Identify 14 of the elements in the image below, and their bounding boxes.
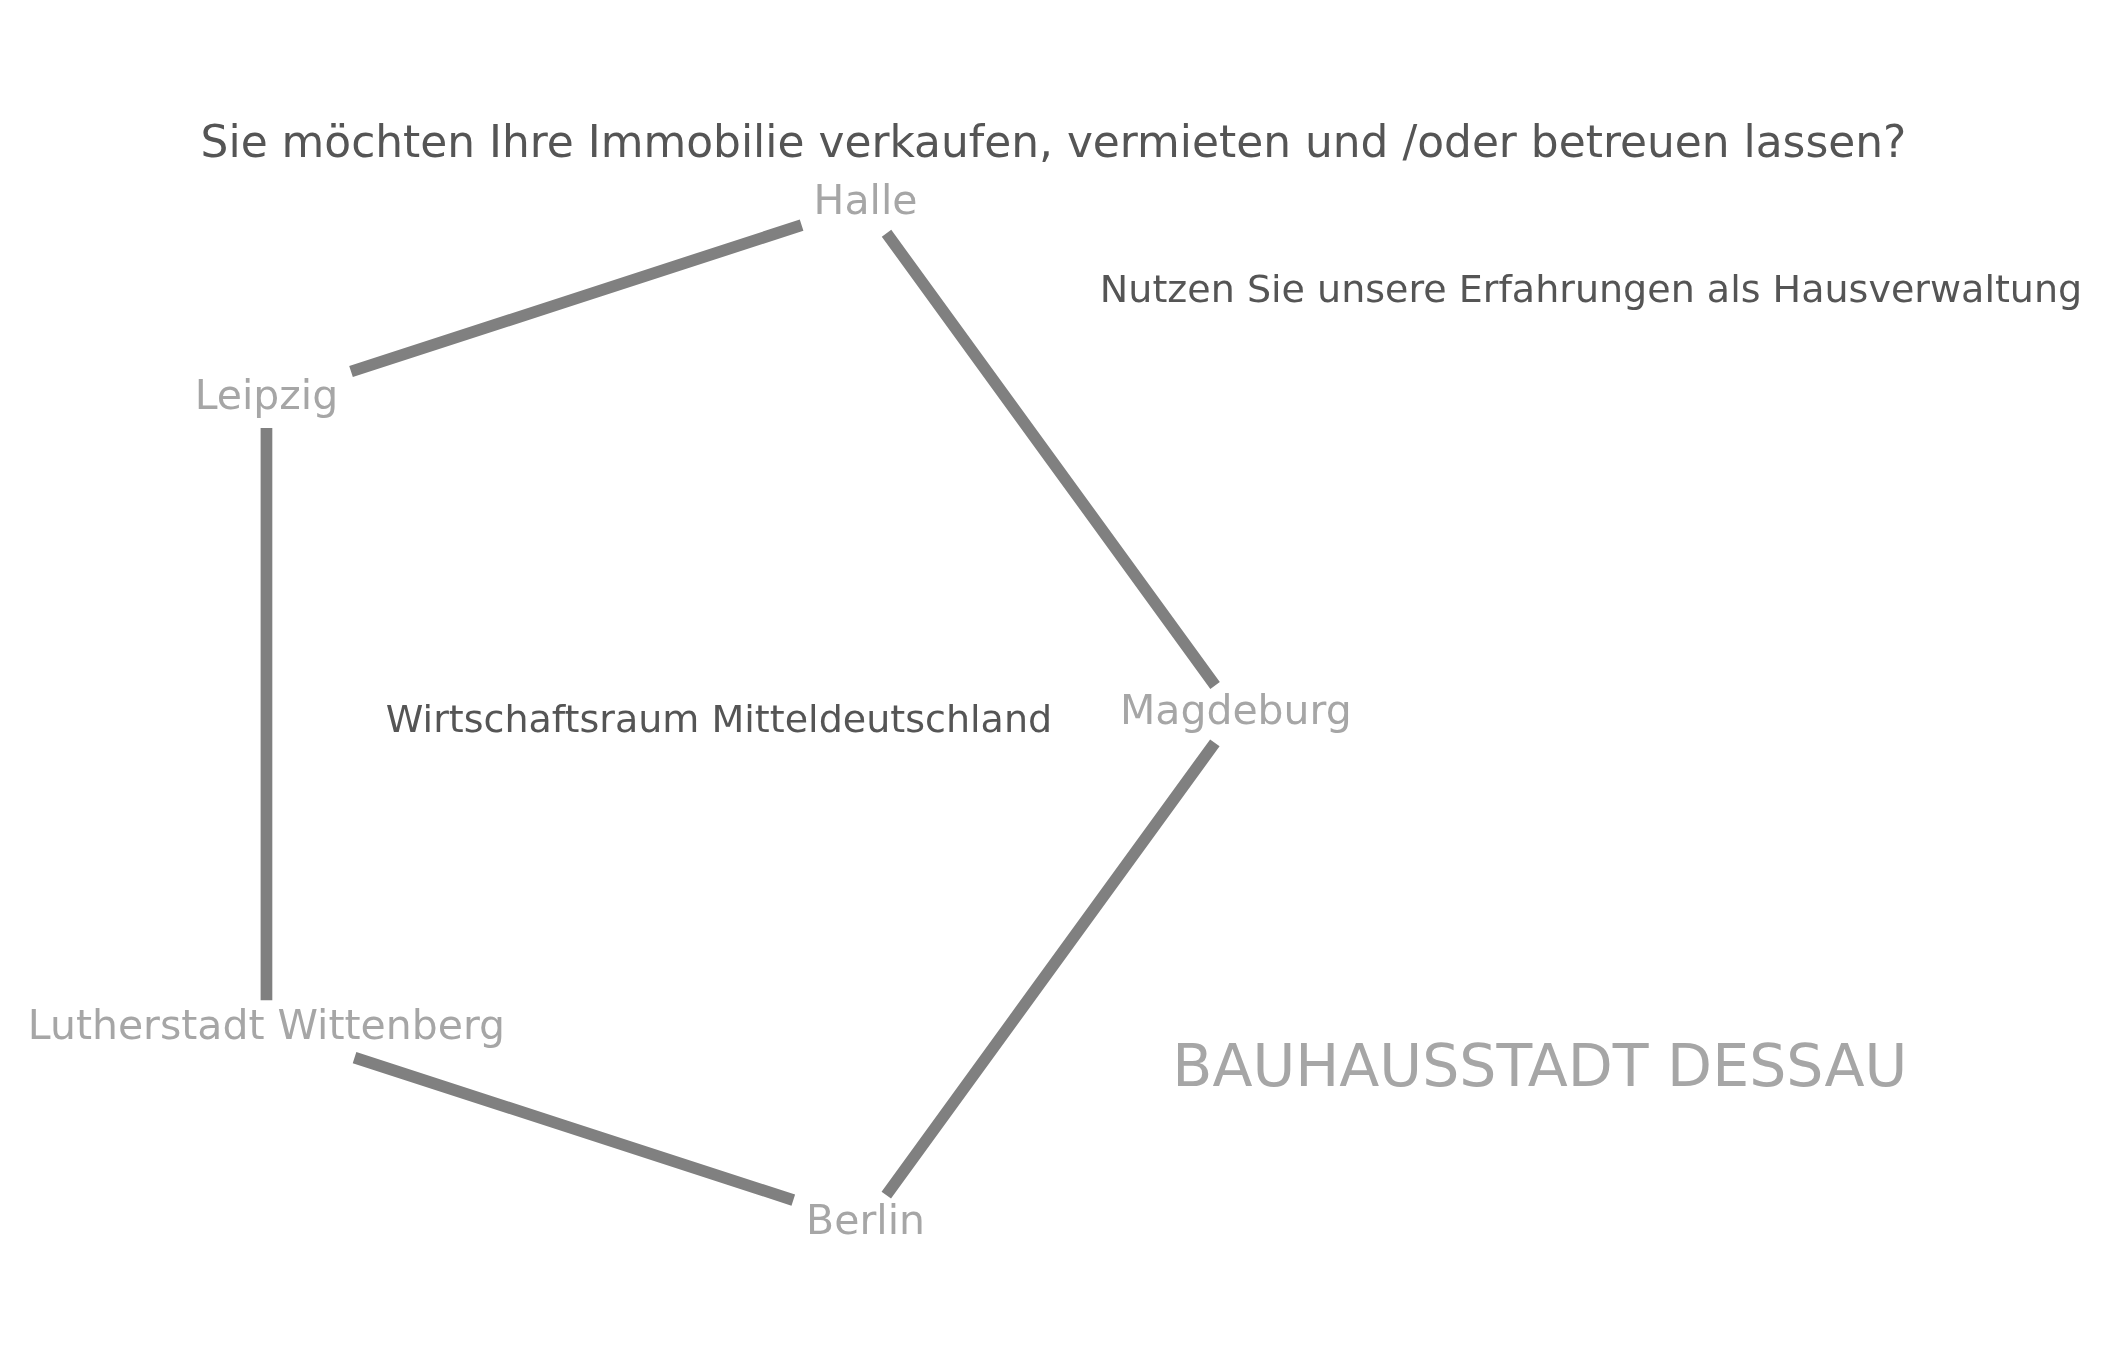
node-text: Halle: [813, 176, 918, 225]
node-text: Leipzig: [194, 371, 339, 420]
connector: [881, 739, 1220, 1199]
connector: [260, 427, 273, 1001]
label: Nutzen Sie unsere Erfahrungen als Hausverwaltung: [1099, 266, 2083, 311]
node-text: Lutherstadt Wittenberg: [27, 1001, 506, 1050]
diagram-title: Sie möchten Ihre Immobilie verkaufen, vermieten und /oder betreuen lassen?: [200, 115, 1907, 167]
connector: [349, 219, 804, 378]
connector: [352, 1052, 796, 1206]
label: BAUHAUSSTADT DESSAU: [1172, 1031, 1908, 1100]
connector: [881, 229, 1220, 689]
label: Wirtschaftsraum Mitteldeutschland: [385, 696, 1053, 741]
node-text: Magdeburg: [1119, 686, 1352, 735]
node-text: Berlin: [806, 1195, 925, 1244]
